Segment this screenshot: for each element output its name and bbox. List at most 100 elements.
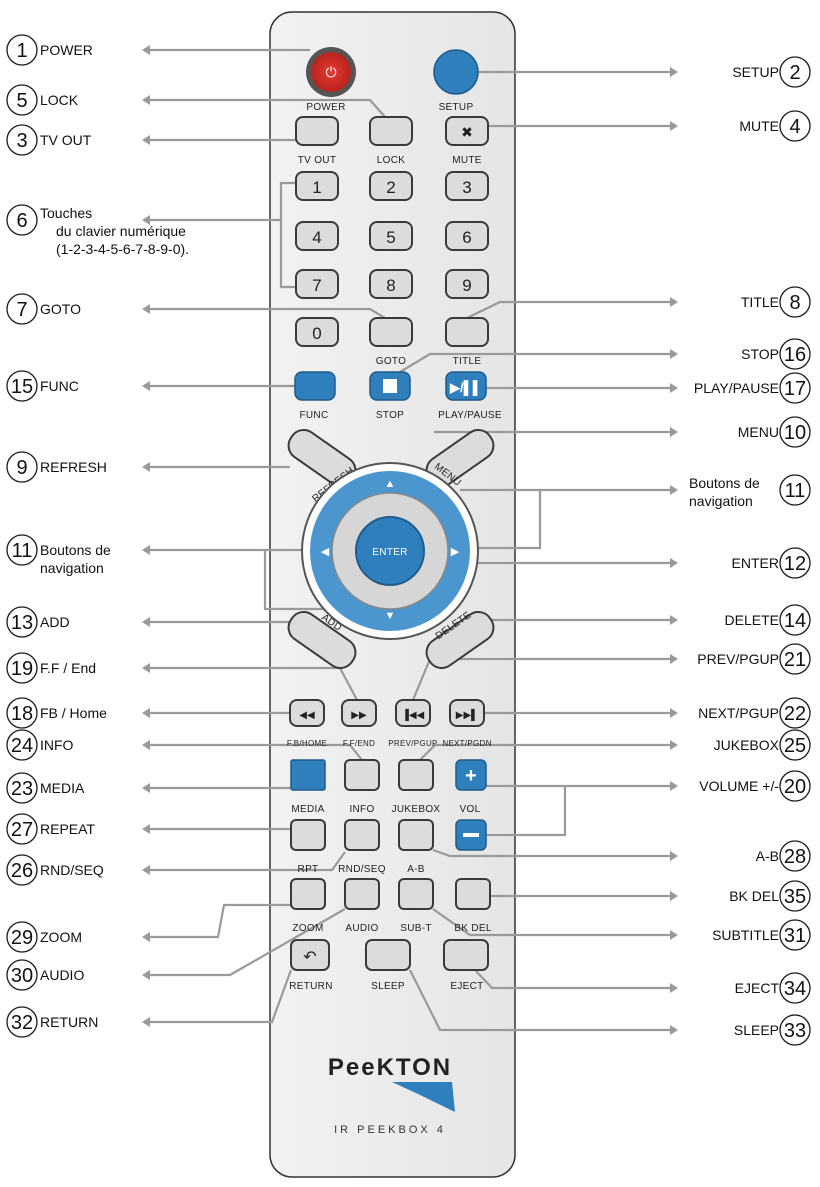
callout-label: RND/SEQ bbox=[40, 862, 104, 878]
setup-button[interactable] bbox=[433, 49, 479, 95]
enter-button[interactable] bbox=[355, 516, 425, 586]
arrowhead bbox=[670, 1025, 678, 1035]
tv-out-button[interactable] bbox=[295, 116, 339, 146]
audio-button[interactable] bbox=[344, 878, 380, 910]
digit-button-5[interactable]: 5 bbox=[369, 221, 413, 251]
eject-button[interactable] bbox=[443, 939, 489, 971]
arrowhead bbox=[670, 781, 678, 791]
callout-label: REFRESH bbox=[40, 459, 107, 475]
info-button[interactable] bbox=[344, 759, 380, 791]
arrowhead bbox=[142, 663, 150, 673]
digit-button-2[interactable]: 2 bbox=[369, 171, 413, 201]
callout-number: 28 bbox=[784, 846, 806, 868]
arrowhead bbox=[670, 121, 678, 131]
callout-label: PREV/PGUP bbox=[697, 651, 779, 667]
leader-line bbox=[432, 908, 670, 937]
title-label: TITLE bbox=[453, 356, 482, 367]
nav-left-icon[interactable]: ◀ bbox=[321, 546, 330, 558]
zoom-button[interactable] bbox=[290, 878, 326, 910]
brand-swoosh bbox=[392, 1082, 455, 1112]
vol-plus-button[interactable] bbox=[455, 759, 487, 791]
media-button[interactable] bbox=[290, 759, 326, 791]
digit-button-3[interactable]: 3 bbox=[445, 171, 489, 201]
callout-label: RETURN bbox=[40, 1014, 98, 1030]
leader-line bbox=[150, 903, 291, 939]
a-b-button[interactable] bbox=[398, 819, 434, 851]
add-button[interactable] bbox=[283, 606, 361, 673]
arrowhead bbox=[670, 615, 678, 625]
sub-t-label: SUB-T bbox=[400, 923, 432, 934]
sleep-button[interactable] bbox=[365, 939, 411, 971]
callout-label-line2: navigation bbox=[40, 560, 104, 576]
callout-label: PLAY/PAUSE bbox=[694, 380, 779, 396]
digit-button-1[interactable]: 1 bbox=[295, 171, 339, 201]
prev-pgup-button[interactable] bbox=[395, 699, 431, 727]
nav-right-icon[interactable]: ▶ bbox=[451, 546, 460, 558]
nav-up-icon[interactable]: ▲ bbox=[385, 478, 396, 490]
next-pgdn-button[interactable] bbox=[449, 699, 485, 727]
mute-button[interactable] bbox=[445, 116, 489, 146]
callout-label: JUKEBOX bbox=[714, 737, 780, 753]
callout-label-line3: (1-2-3-4-5-6-7-8-9-0). bbox=[56, 241, 189, 257]
delete-button[interactable] bbox=[421, 606, 499, 673]
leader-line bbox=[474, 969, 670, 990]
callout-number: 7 bbox=[16, 299, 27, 321]
callout-number: 9 bbox=[16, 457, 27, 479]
arrowhead bbox=[142, 462, 150, 472]
bk-del-button[interactable] bbox=[455, 878, 491, 910]
rnd-seq-button[interactable] bbox=[344, 819, 380, 851]
digit-button-8[interactable]: 8 bbox=[369, 269, 413, 299]
leader-line bbox=[279, 181, 296, 289]
ff-end-button[interactable] bbox=[341, 699, 377, 727]
goto-button[interactable] bbox=[369, 317, 413, 347]
callout-number: 2 bbox=[789, 62, 800, 84]
fast-forward-icon: ▶▶ bbox=[351, 710, 367, 721]
nav-down-icon[interactable]: ▼ bbox=[385, 610, 396, 622]
leader-line bbox=[150, 969, 293, 1024]
rpt-button[interactable] bbox=[290, 819, 326, 851]
next-pgdn-label: NEXT/PGDN bbox=[442, 739, 491, 748]
title-button[interactable] bbox=[445, 317, 489, 347]
fb-home-button[interactable] bbox=[289, 699, 325, 727]
digit-label: 9 bbox=[462, 276, 471, 295]
arrowhead bbox=[142, 381, 150, 391]
func-button[interactable] bbox=[294, 371, 336, 401]
audio-label: AUDIO bbox=[345, 923, 378, 934]
stop-label: STOP bbox=[376, 410, 404, 421]
sub-t-button[interactable] bbox=[398, 878, 434, 910]
return-button[interactable] bbox=[290, 939, 330, 971]
digit-button-7[interactable]: 7 bbox=[295, 269, 339, 299]
jukebox-button[interactable] bbox=[398, 759, 434, 791]
callout-number: 34 bbox=[784, 978, 806, 1000]
power-label: POWER bbox=[306, 102, 345, 113]
callout-label: REPEAT bbox=[40, 821, 95, 837]
leader-line bbox=[432, 848, 670, 858]
mute-label: MUTE bbox=[452, 155, 482, 166]
power-button[interactable]: ⏻ bbox=[306, 47, 356, 97]
arrowhead bbox=[670, 485, 678, 495]
leader-lines bbox=[142, 45, 678, 1035]
digit-button-9[interactable]: 9 bbox=[445, 269, 489, 299]
brand-logo: PeeKTON bbox=[328, 1054, 452, 1081]
callout-label: INFO bbox=[40, 737, 74, 753]
digit-label: 3 bbox=[462, 178, 471, 197]
digit-button-0[interactable]: 0 bbox=[295, 317, 339, 347]
arrowhead bbox=[670, 891, 678, 901]
callout-label: POWER bbox=[40, 42, 93, 58]
digit-button-6[interactable]: 6 bbox=[445, 221, 489, 251]
callout-label: NEXT/PGUP bbox=[698, 705, 779, 721]
lock-button[interactable] bbox=[369, 116, 413, 146]
leader-line bbox=[409, 969, 670, 1032]
digit-button-4[interactable]: 4 bbox=[295, 221, 339, 251]
play-pause-button[interactable] bbox=[445, 371, 487, 401]
